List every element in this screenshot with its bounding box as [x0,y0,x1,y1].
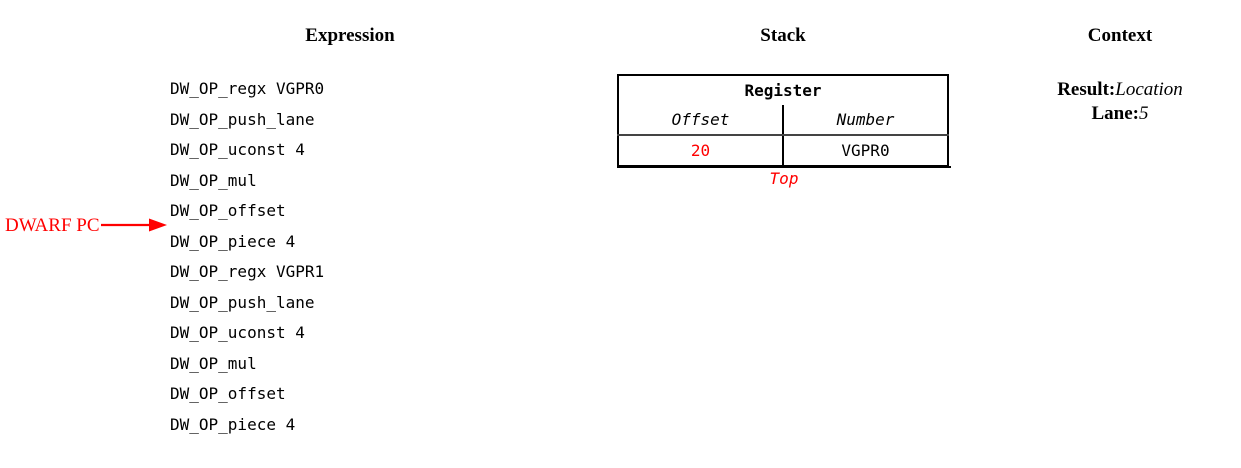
stack-table-container: Register Offset Number 20 VGPR0 [617,74,949,167]
context-value-result: Location [1115,79,1183,100]
expression-operation: DW_OP_push_lane [170,292,315,312]
dwarf-pc-label: DWARF PC [5,214,100,236]
context-block: Result:Location Lane:5 [1020,78,1220,126]
expression-operation-current: DW_OP_piece 4 [170,231,296,251]
expression-operation: DW_OP_uconst 4 [170,140,305,159]
stack-cell-number: VGPR0 [841,141,890,160]
context-key-lane: Lane: [1091,103,1140,124]
column-heading-context: Context [1087,25,1153,46]
stack-column-header-row: Offset Number [618,105,948,136]
stack-bottom-rule [617,166,951,168]
context-row-result: Result:Location [1020,78,1220,102]
expression-operation: DW_OP_offset [170,201,286,220]
expression-operation: DW_OP_offset [170,384,286,403]
expression-operation: DW_OP_uconst 4 [170,323,305,342]
context-key-result: Result: [1057,79,1116,100]
stack-entry-title: Register [744,81,822,100]
stack-column-header-number: Number [783,105,948,136]
context-row-lane: Lane:5 [1020,102,1220,126]
stack-top-label: Top [769,169,799,188]
expression-operation: DW_OP_mul [170,170,257,190]
context-value-lane: 5 [1139,103,1149,124]
expression-operation: DW_OP_regx VGPR1 [170,262,325,281]
expression-operation: DW_OP_piece 4 [170,414,296,434]
dwarf-pc-marker: DWARF PC [5,212,167,238]
expression-operation: DW_OP_regx VGPR0 [170,79,325,98]
column-heading-stack: Stack [760,25,806,46]
expression-operation-list: DW_OP_regx VGPR0 DW_OP_push_lane DW_OP_u… [170,74,324,440]
table-row: 20 VGPR0 [618,135,948,166]
stack-column-header-offset: Offset [618,105,784,136]
stack-table: Register Offset Number 20 VGPR0 [617,74,949,167]
stack-entry-title-row: Register [618,75,948,105]
expression-operation: DW_OP_push_lane [170,109,315,129]
arrow-right-icon [100,218,167,232]
column-heading-expression: Expression [305,25,395,46]
expression-operation: DW_OP_mul [170,353,257,373]
stack-cell-offset: 20 [618,135,784,166]
